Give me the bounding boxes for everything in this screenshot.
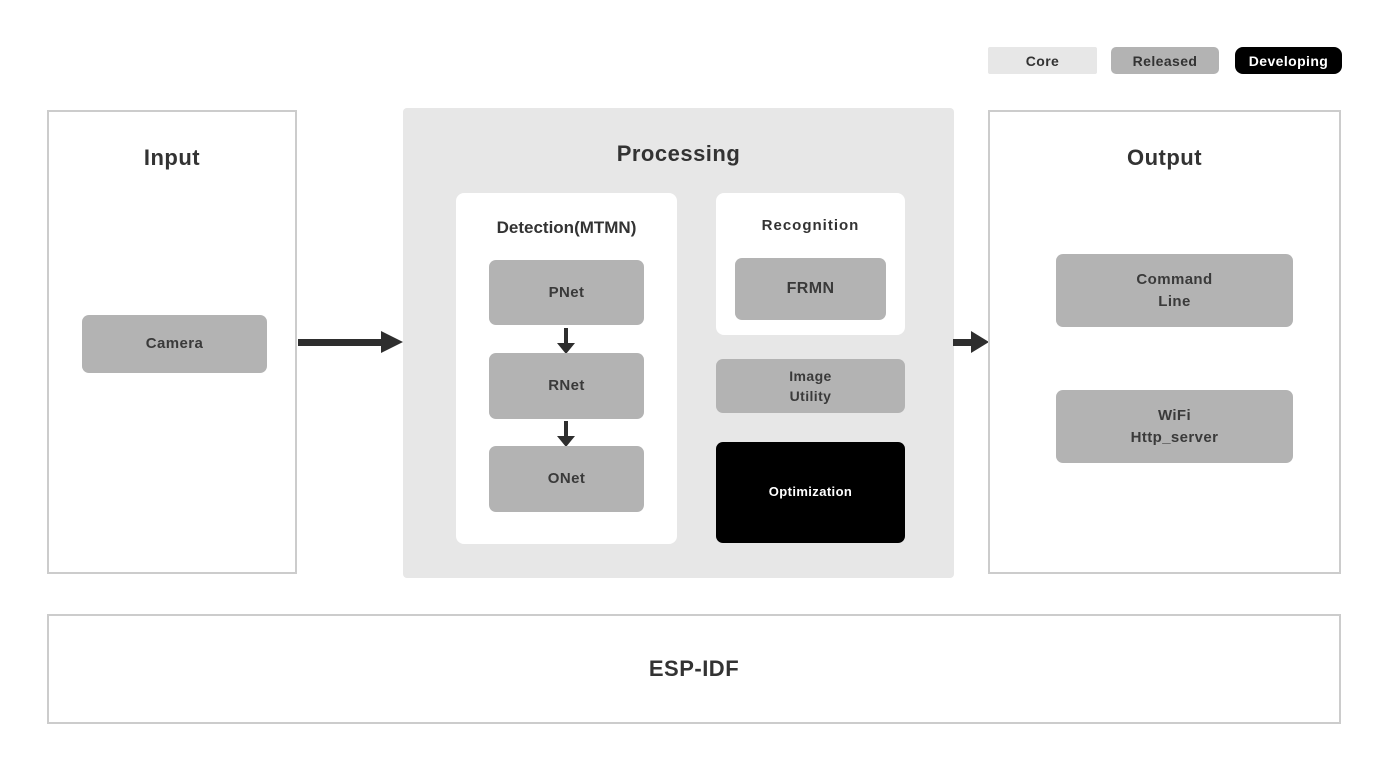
legend-released-label: Released [1132,52,1198,69]
input-section-box: Input Camera [47,110,297,574]
processing-section-title: Processing [616,141,741,166]
frmn-node-label: FRMN [786,280,835,298]
legend-chip-developing: Developing [1235,47,1342,74]
image-utility-label-line1: Image [789,367,832,384]
arrow-down-icon [557,328,575,356]
recognition-panel-title: Recognition [761,217,860,234]
pnet-node: PNet [489,260,644,325]
command-line-label-line2: Line [1158,292,1191,310]
optimization-node: Optimization [716,442,905,543]
detection-panel-title: Detection(MTMN) [496,218,637,237]
wifi-label-line1: WiFi [1157,406,1192,424]
camera-node: Camera [82,315,267,373]
esp-idf-title: ESP-IDF [648,656,740,681]
image-utility-label-line2: Utility [789,388,832,404]
command-line-node: Command Line [1056,254,1293,327]
wifi-label-line2: Http_server [1130,428,1219,446]
camera-node-label: Camera [145,335,204,353]
input-section-title: Input [143,145,201,170]
rnet-node: RNet [489,353,644,419]
legend-chip-core: Core [988,47,1097,74]
image-utility-node: Image Utility [716,359,905,413]
recognition-panel: Recognition FRMN [716,193,905,335]
output-section-box: Output Command Line WiFi Http_server [988,110,1341,574]
optimization-node-label: Optimization [768,484,853,500]
onet-node: ONet [489,446,644,512]
legend-developing-label: Developing [1248,52,1329,69]
arrow-right-icon [953,331,989,353]
onet-node-label: ONet [547,470,586,488]
rnet-node-label: RNet [548,377,585,395]
frmn-node: FRMN [735,258,886,320]
legend-core-label: Core [1025,52,1060,69]
pnet-node-label: PNet [548,283,585,301]
command-line-label-line1: Command [1136,270,1213,288]
legend-chip-released: Released [1111,47,1219,74]
arrow-right-icon [298,331,403,353]
arrow-down-icon [557,421,575,449]
processing-section-box: Processing Detection(MTMN) PNet RNet ONe… [403,108,954,578]
esp-idf-foundation-box: ESP-IDF [47,614,1341,724]
wifi-http-server-node: WiFi Http_server [1056,390,1293,463]
detection-panel: Detection(MTMN) PNet RNet ONet [456,193,677,544]
output-section-title: Output [1126,145,1203,170]
